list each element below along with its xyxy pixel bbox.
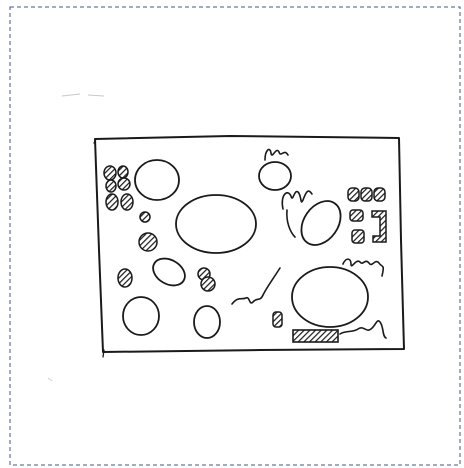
circle-bottom-left xyxy=(123,297,159,335)
small-circle-top-center xyxy=(259,162,291,190)
faint-mark-bottom-left xyxy=(48,378,52,381)
circle-top-left xyxy=(135,160,179,200)
dark-blob-cluster-top-left xyxy=(104,166,133,210)
large-ellipse-center xyxy=(176,195,256,253)
faint-mark-left xyxy=(62,94,104,96)
squiggle-bottom-center xyxy=(232,268,280,304)
dark-blob-left-middle xyxy=(139,233,157,251)
small-dark-block-bottom xyxy=(273,312,282,327)
dark-blob-cluster-right xyxy=(348,188,386,243)
dark-blob-pair-center xyxy=(198,268,215,291)
coil-squiggle-right xyxy=(343,259,383,276)
small-dark-dot-left xyxy=(140,212,150,222)
dark-blob-left-lower xyxy=(118,269,132,287)
hatched-bar-bottom xyxy=(293,330,338,342)
large-circle-bottom-right xyxy=(292,267,368,327)
ellipse-middle-left-tilted xyxy=(148,253,189,291)
squiggle-top-center xyxy=(265,149,288,160)
ellipse-bottom-center xyxy=(194,306,220,338)
dashed-page-border xyxy=(10,7,460,465)
